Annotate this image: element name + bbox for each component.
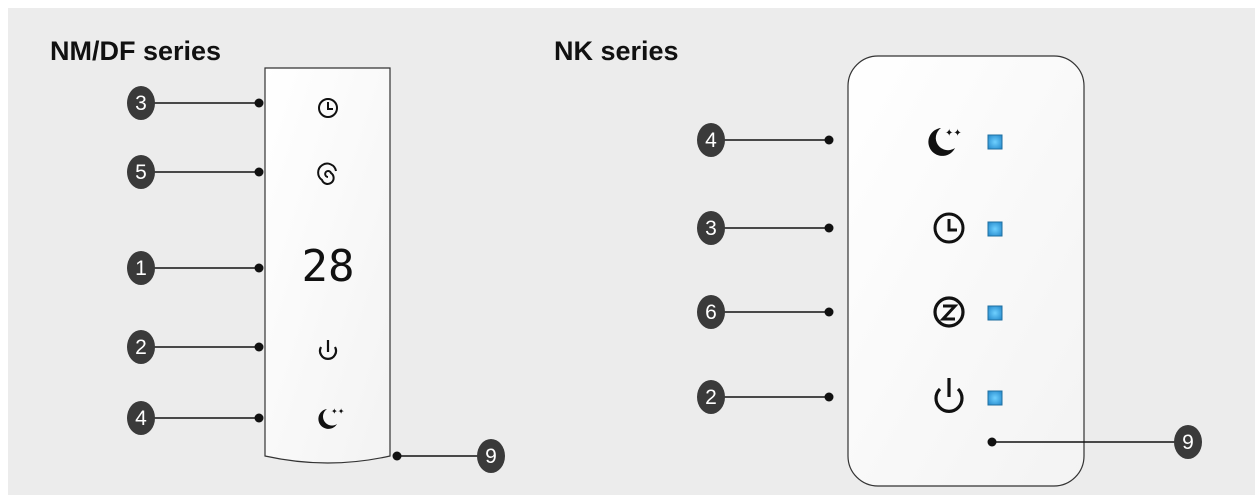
svg-text:5: 5 xyxy=(135,161,147,184)
svg-text:6: 6 xyxy=(705,301,717,324)
nm-df-control-panel xyxy=(264,67,391,464)
leader-dot xyxy=(824,223,834,233)
timer-icon[interactable] xyxy=(318,98,338,118)
leader-dot xyxy=(824,135,834,145)
swirl-icon[interactable] xyxy=(317,162,337,185)
sleep-moon-icon[interactable]: ✦✦ xyxy=(928,128,962,156)
callout-badge-1: 1 xyxy=(127,251,155,285)
callout-badge-3: 3 xyxy=(127,86,155,120)
control-panels-diagram: 3 5 1 2 4 9 28 xyxy=(127,55,1202,487)
callout-badge-4: 4 xyxy=(127,401,155,435)
svg-text:2: 2 xyxy=(135,336,147,359)
sleep-moon-icon[interactable]: ✦✦ xyxy=(318,407,345,429)
callout-badge-9: 9 xyxy=(477,439,505,473)
nm-df-series-title: NM/DF series xyxy=(50,36,222,66)
power-icon[interactable] xyxy=(318,340,338,360)
svg-text:4: 4 xyxy=(135,407,147,430)
svg-text:9: 9 xyxy=(485,445,497,468)
callout-badge-3: 3 xyxy=(697,211,725,245)
nk-control-panel xyxy=(847,55,1085,487)
temperature-display: 28 xyxy=(302,241,355,292)
leader-dot xyxy=(987,437,997,447)
svg-text:3: 3 xyxy=(705,217,717,240)
callout-badge-4: 4 xyxy=(697,123,725,157)
leader-dot xyxy=(254,167,264,177)
callout-badge-6: 6 xyxy=(697,295,725,329)
nk-series-title: NK series xyxy=(554,36,679,66)
left-leader-lines xyxy=(148,102,484,457)
right-leader-lines xyxy=(719,139,1180,443)
svg-text:3: 3 xyxy=(135,92,147,115)
svg-text:4: 4 xyxy=(705,129,717,152)
indicator-led xyxy=(987,305,1003,321)
indicator-led xyxy=(987,221,1003,237)
timer-icon[interactable] xyxy=(933,212,965,244)
leader-dot xyxy=(824,307,834,317)
power-icon[interactable] xyxy=(934,378,964,413)
leader-dot xyxy=(254,98,264,108)
leader-dot xyxy=(254,413,264,423)
svg-text:2: 2 xyxy=(705,386,717,409)
svg-text:1: 1 xyxy=(135,257,147,280)
svg-text:✦✦: ✦✦ xyxy=(945,128,962,139)
indicator-led xyxy=(987,134,1003,150)
diagram-canvas: NM/DF series NK series xyxy=(8,8,1255,495)
callout-badge-2: 2 xyxy=(127,330,155,364)
leader-dot xyxy=(392,451,402,461)
svg-text:9: 9 xyxy=(1182,431,1194,454)
callout-badge-9: 9 xyxy=(1174,425,1202,459)
zero-slash-icon[interactable] xyxy=(933,296,965,328)
indicator-led xyxy=(987,390,1003,406)
leader-dot xyxy=(254,263,264,273)
leader-dot xyxy=(824,392,834,402)
callout-badge-5: 5 xyxy=(127,155,155,189)
svg-text:✦✦: ✦✦ xyxy=(331,407,345,416)
leader-dot xyxy=(254,342,264,352)
callout-badge-2: 2 xyxy=(697,380,725,414)
